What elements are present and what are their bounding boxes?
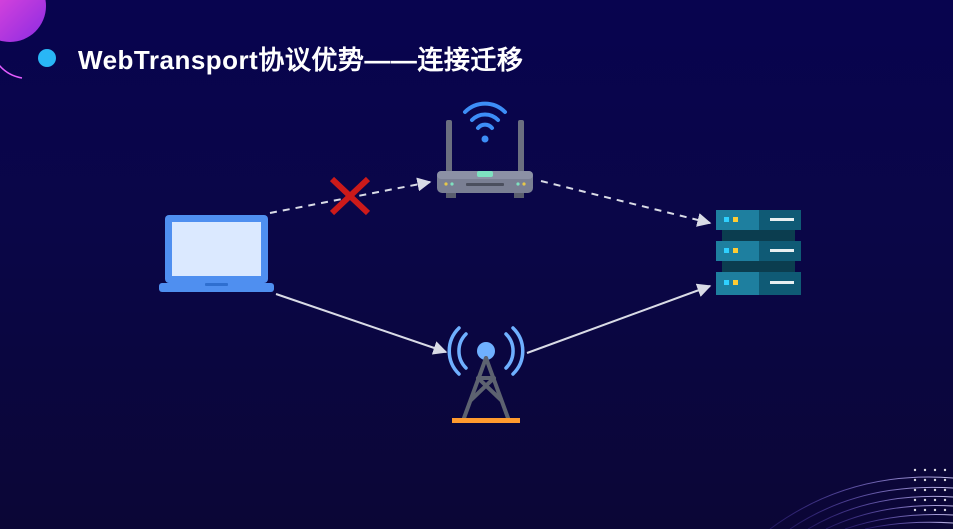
title-bar: WebTransport协议优势——连接迁移 bbox=[38, 40, 523, 76]
corner-decoration-top-left bbox=[0, 0, 46, 79]
slide-title: WebTransport协议优势——连接迁移 bbox=[78, 44, 524, 75]
laptop-icon bbox=[159, 215, 274, 292]
blocked-x-icon bbox=[329, 176, 371, 216]
wifi-router-icon bbox=[437, 101, 533, 198]
edge-laptop-to-tower bbox=[275, 293, 448, 355]
bullet-dot-icon bbox=[38, 49, 56, 67]
edge-wifi-to-server bbox=[540, 180, 712, 227]
edge-tower-to-server bbox=[526, 283, 712, 354]
corner-decoration-bottom-right bbox=[769, 468, 953, 529]
cell-tower-icon bbox=[447, 326, 525, 423]
server-icon bbox=[716, 210, 801, 295]
